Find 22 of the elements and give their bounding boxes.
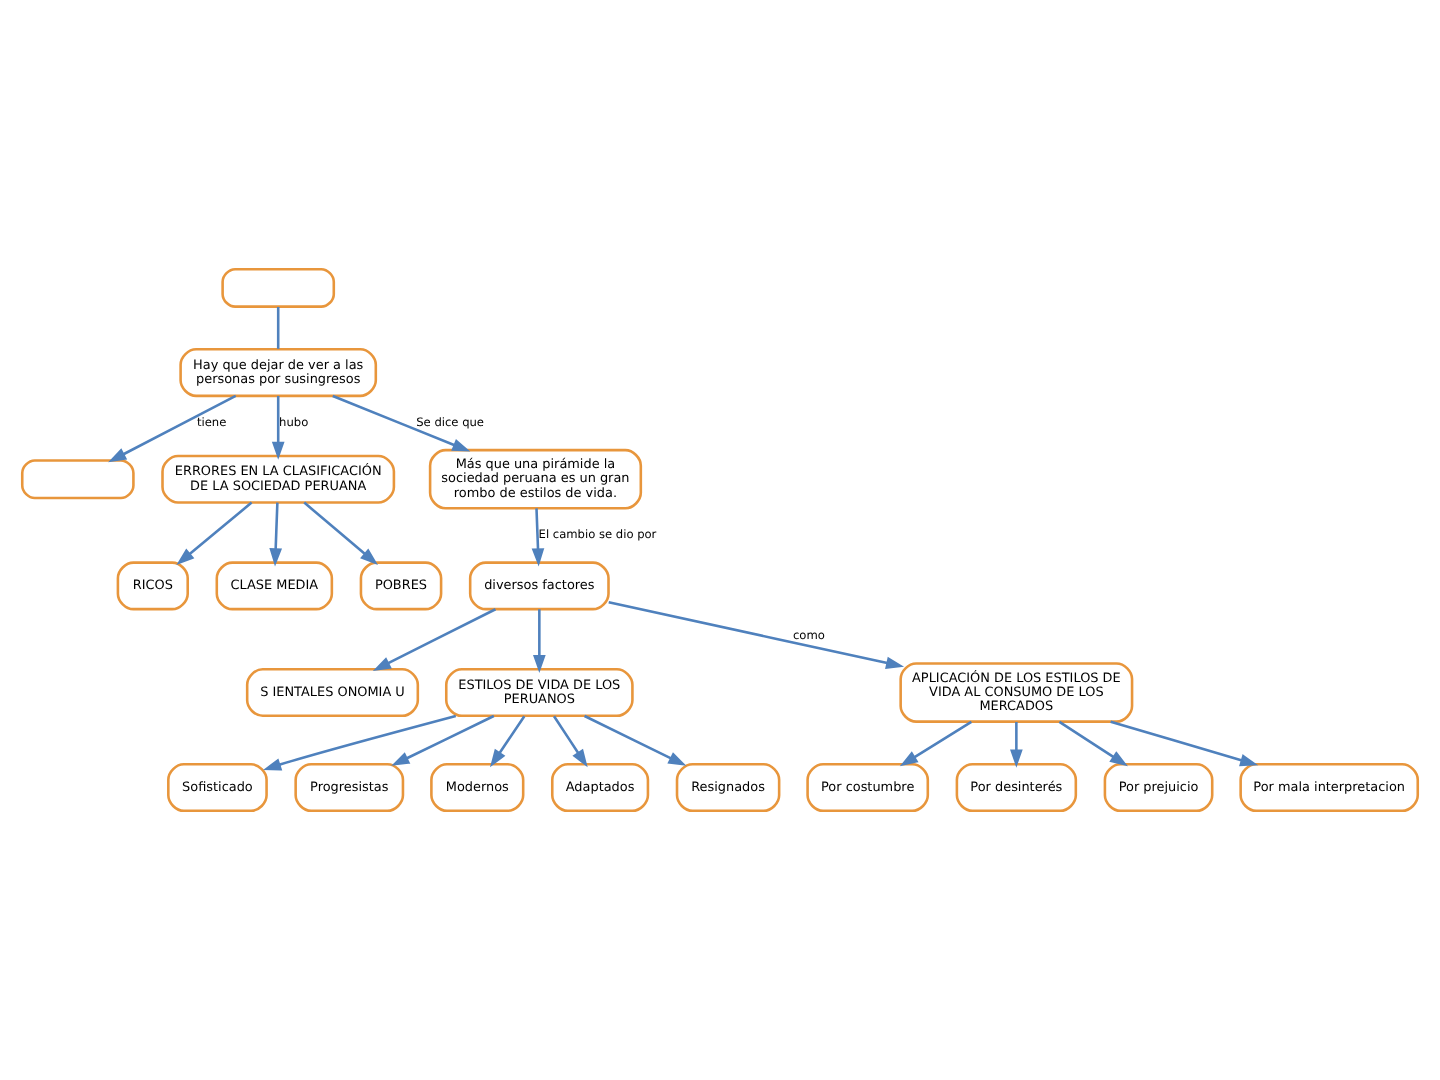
arrow	[372, 608, 497, 671]
arrow	[303, 501, 378, 566]
arrow	[108, 394, 237, 463]
arrow	[1110, 720, 1259, 767]
arrow	[269, 502, 283, 567]
arrow	[533, 609, 546, 674]
arrow	[391, 714, 495, 766]
arrow	[271, 395, 285, 460]
arrow	[490, 715, 526, 768]
arrow	[1058, 720, 1128, 767]
connector	[276, 307, 280, 349]
arrow	[263, 714, 457, 771]
node-box	[20, 459, 135, 500]
arrow	[1010, 722, 1023, 768]
arrow	[899, 720, 973, 767]
arrow	[531, 508, 545, 567]
arrow	[608, 601, 905, 670]
arrow	[332, 394, 471, 452]
arrow	[176, 501, 253, 566]
arrow	[584, 714, 687, 766]
node-box	[221, 267, 336, 308]
arrow	[552, 715, 588, 768]
